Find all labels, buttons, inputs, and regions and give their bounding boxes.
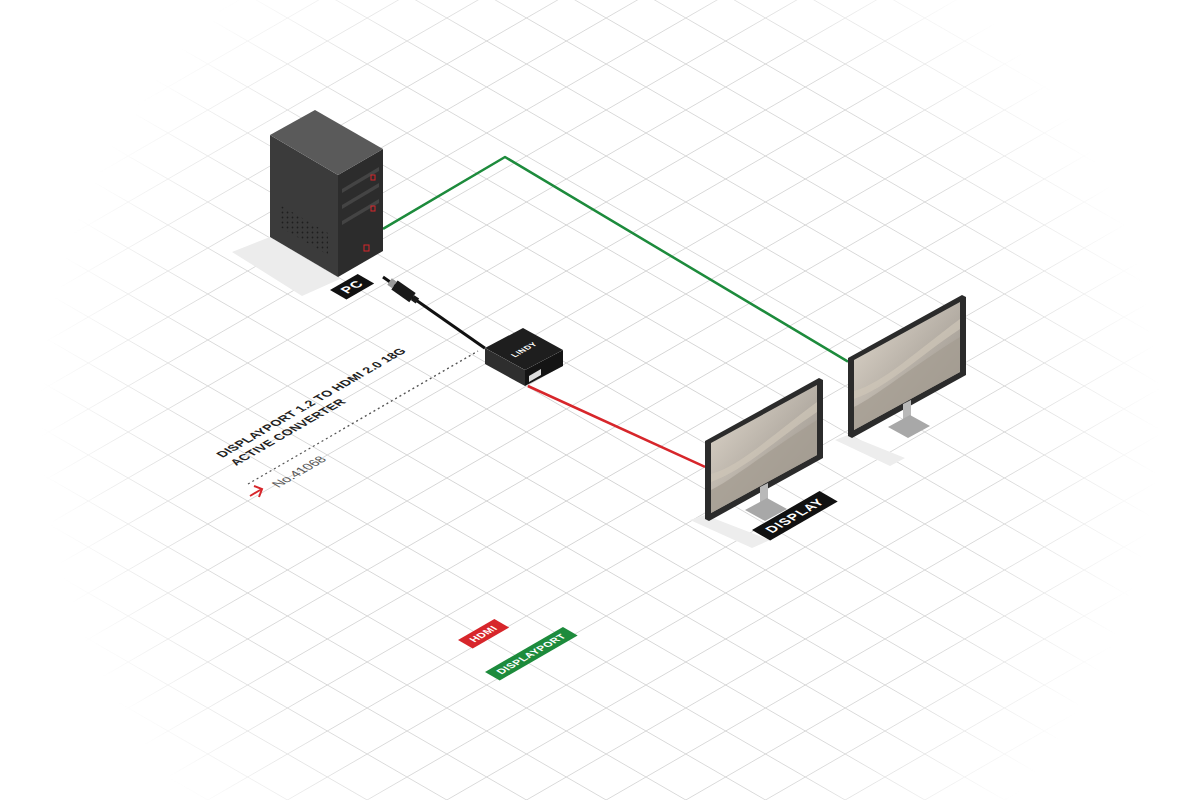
grid-line [0, 0, 1200, 644]
grid-line [0, 0, 1200, 414]
grid-line [0, 273, 1200, 800]
legend-text: HDMI [467, 624, 500, 643]
grid-line [0, 0, 1200, 690]
pc-tower-outline [270, 105, 383, 277]
legend-swatch: HDMI [458, 619, 509, 648]
grid-line [0, 733, 1200, 800]
grid-line [0, 0, 1200, 92]
displayport-cable [383, 277, 485, 348]
grid-line [0, 496, 1200, 800]
grid-line [0, 595, 1200, 800]
grid-line [0, 319, 1200, 800]
grid-line [0, 181, 1200, 800]
grid-line [0, 36, 1200, 729]
grid-line [0, 0, 1200, 131]
grid-line [0, 43, 1200, 736]
grid-line [0, 404, 1200, 800]
grid-line [0, 542, 1200, 800]
grid-line [0, 0, 1200, 407]
grid-line [0, 634, 1200, 800]
grid-line [0, 174, 1200, 800]
monitor-front: DISPLAY [705, 378, 823, 526]
grid-line [0, 0, 1200, 598]
grid-line [0, 457, 1200, 800]
grid-line [0, 0, 1200, 506]
grid-line [0, 411, 1200, 800]
grid-line [0, 0, 1200, 322]
grid-line [0, 365, 1200, 800]
monitor-back-outline [848, 295, 966, 443]
grid-line [0, 312, 1200, 800]
grid-line [0, 0, 1200, 460]
converter-box: LINDY [485, 328, 563, 386]
plug-tip [390, 282, 395, 285]
plug-strain-relief [413, 298, 418, 301]
grid-line [0, 0, 1200, 276]
grid-line [0, 135, 1200, 800]
grid-line [0, 0, 1200, 315]
part-number: No.41068 [268, 454, 330, 490]
grid-line [0, 641, 1200, 800]
grid-line [0, 0, 1200, 683]
hdmi-link [528, 386, 705, 467]
grid-line [0, 82, 1200, 775]
grid-line [0, 779, 1200, 800]
grid-line [0, 0, 1200, 269]
pc-label: PC [330, 274, 374, 300]
grid-line [0, 89, 1200, 782]
converter-box-outline [485, 328, 563, 386]
grid-line [0, 266, 1200, 800]
grid-line [0, 220, 1200, 800]
grid-line [0, 0, 1200, 230]
pc-tower: PC [270, 105, 383, 277]
grid-line [0, 687, 1200, 800]
legend-swatch: DISPLAYPORT [485, 627, 577, 680]
product-callout: DISPLAYPORT 1.2 TO HDMI 2.0 18G ACTIVE C… [212, 337, 439, 468]
monitor-back [848, 295, 966, 443]
grid-line [0, 0, 1200, 39]
grid-line [0, 503, 1200, 800]
grid-line [0, 0, 1200, 637]
grid-line [0, 0, 1200, 361]
pointer-arrow [250, 486, 262, 497]
grid-line [0, 0, 1200, 85]
grid-line [0, 549, 1200, 800]
plug-body [394, 285, 412, 298]
monitor-shadow [835, 435, 905, 466]
grid-line [0, 358, 1200, 800]
grid-line [0, 0, 1200, 177]
grid-line [0, 450, 1200, 800]
grid-line [0, 227, 1200, 800]
grid-line [0, 0, 1200, 138]
grid-line [0, 0, 1200, 184]
displayport-link [383, 157, 848, 362]
grid-line [0, 772, 1200, 800]
grid-line [0, 680, 1200, 800]
grid-line [0, 0, 1200, 46]
grid-line [0, 0, 1200, 223]
legend-text: DISPLAYPORT [494, 632, 569, 675]
grid-line [0, 0, 1200, 545]
grid-line [0, 0, 1200, 591]
grid-line [0, 726, 1200, 800]
grid-line [0, 0, 1200, 499]
